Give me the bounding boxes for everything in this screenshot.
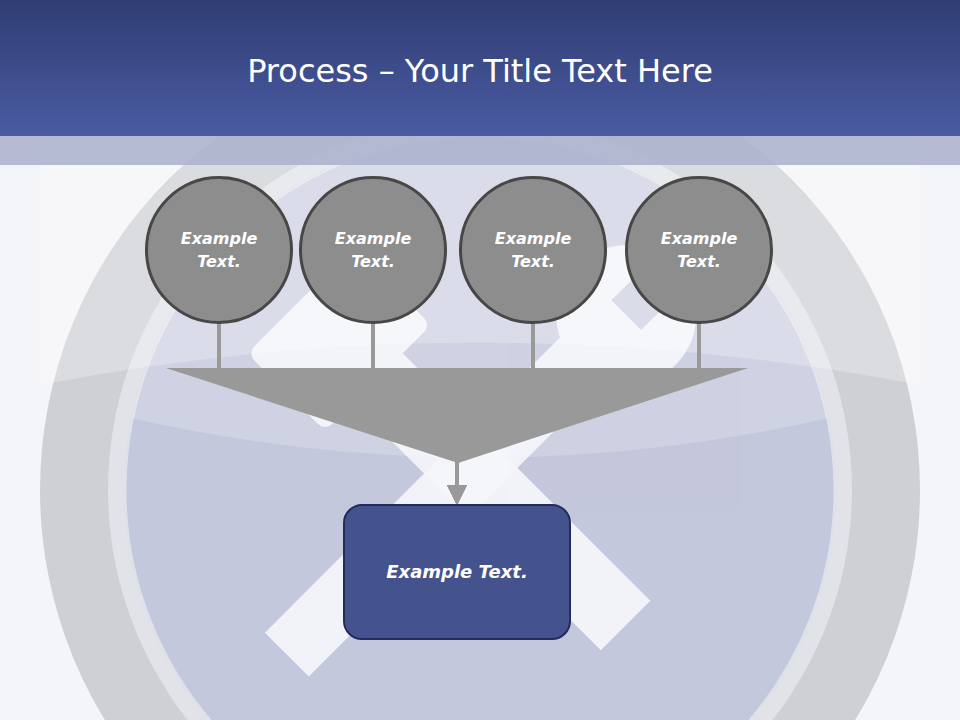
merge-connector [457, 324, 533, 503]
node-outline [459, 176, 607, 324]
node-text: Example Text. [169, 227, 269, 273]
process-circle: Example Text. [299, 176, 447, 324]
process-circle: Example Text. [625, 176, 773, 324]
slide-title: Process – Your Title Text Here [0, 52, 960, 90]
node-text: Example Text. [649, 227, 749, 273]
merge-connector [373, 324, 458, 503]
node-outline [299, 176, 447, 324]
result-box: Example Text. [343, 504, 571, 640]
header-band [0, 0, 960, 136]
process-circle: Example Text. [145, 176, 293, 324]
node-text: Example Text. [386, 559, 528, 585]
merge-connector [219, 324, 458, 503]
node-outline [145, 176, 293, 324]
node-text: Example Text. [323, 227, 423, 273]
sub-band [0, 135, 960, 165]
node-text: Example Text. [483, 227, 583, 273]
node-outline [625, 176, 773, 324]
merge-connector [457, 324, 699, 503]
process-circle: Example Text. [459, 176, 607, 324]
